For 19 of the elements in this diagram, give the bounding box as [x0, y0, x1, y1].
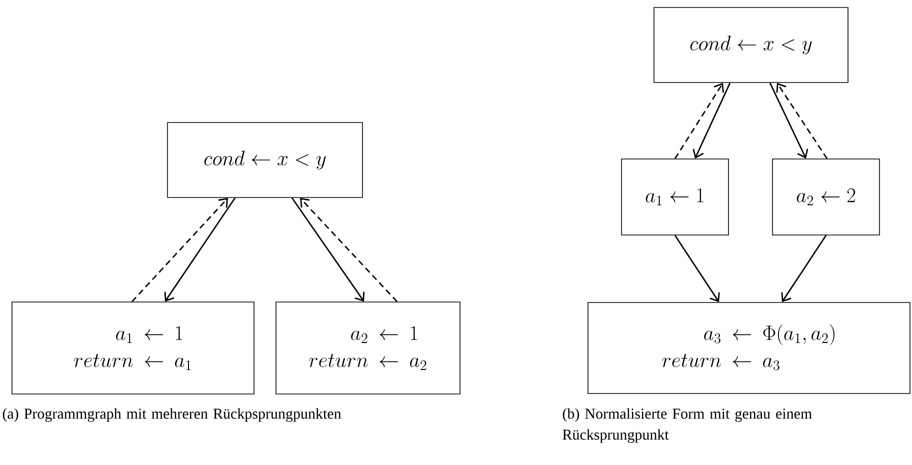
process-box: $a_2 \leftarrow 2$	[772, 158, 880, 236]
arrow	[674, 235, 720, 302]
arrow	[776, 82, 828, 159]
arrow	[674, 82, 724, 159]
arrow	[781, 235, 827, 302]
caption: (a) Programmgraph mit mehreren Rückpsprungpunkten	[2, 408, 342, 422]
arrow	[769, 82, 808, 159]
arrow	[300, 198, 398, 302]
process-box: $a_1 \leftarrow 1$	[621, 158, 729, 236]
process-box: $\begin{array}{rcl} a_3 & \leftarrow & \Phi(a_1, a_2) \\ return & \leftarrow & a_3 \end{array}$	[588, 302, 910, 394]
process-box: $cond \leftarrow x < y$	[654, 7, 848, 83]
caption: (b) Normalisierte Form mit genau einem Rücksprungpunkt	[562, 408, 812, 443]
process-box: $\begin{array}{rcl} a_2 & \leftarrow & 1 \\ return & \leftarrow & a_2 \end{array}$	[276, 302, 460, 394]
arrow	[132, 198, 228, 302]
arrow	[164, 198, 236, 302]
process-box: $cond \leftarrow x < y$	[167, 122, 363, 198]
arrow	[291, 198, 365, 302]
arrow	[692, 82, 731, 159]
process-box: $\begin{array}{rcl} a_1 & \leftarrow & 1 \\ return & \leftarrow & a_1 \end{array}$	[12, 302, 254, 394]
